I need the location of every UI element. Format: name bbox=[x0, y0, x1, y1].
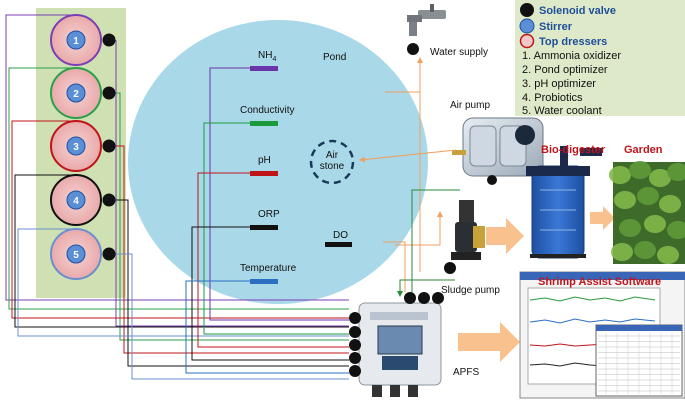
sensor-wire bbox=[191, 226, 349, 361]
legend-solenoid: Solenoid valve bbox=[539, 5, 616, 17]
stirrer-icon bbox=[66, 190, 86, 210]
arrow-to-software bbox=[458, 322, 520, 362]
stirrer-icon bbox=[66, 244, 86, 264]
wire bbox=[116, 199, 349, 367]
big-arrows bbox=[458, 206, 615, 362]
legend-top-dressers: Top dressers bbox=[539, 36, 607, 48]
legend-stirrer: Stirrer bbox=[539, 21, 573, 33]
sensor-probe: pH bbox=[250, 155, 278, 176]
top-dresser-number: 4 bbox=[73, 196, 79, 207]
apfs-label: APFS bbox=[453, 367, 479, 378]
bio-digester-label: Bio-digester bbox=[541, 144, 606, 156]
solenoid-valve-icon bbox=[102, 33, 116, 47]
legend: Solenoid valve Stirrer Top dressers 1. A… bbox=[515, 0, 685, 117]
software-label: Shrimp Assist Software bbox=[538, 276, 661, 288]
solenoid-valve-icon bbox=[102, 247, 116, 261]
top-dresser-number: 1 bbox=[73, 36, 79, 47]
sensor-label: Temperature bbox=[240, 263, 297, 274]
top-dresser-number: 3 bbox=[73, 142, 79, 153]
sludge-pump-label: Sludge pump bbox=[441, 285, 500, 296]
wire bbox=[115, 40, 349, 327]
top-dresser-2: 2 bbox=[50, 67, 116, 119]
sensor-label: ORP bbox=[258, 209, 280, 220]
sensor-wire bbox=[209, 67, 349, 321]
orange-flows bbox=[359, 57, 457, 292]
top-dresser-4: 4 bbox=[50, 174, 116, 226]
stirrer-legend-icon bbox=[519, 18, 535, 34]
top-dresser-number: 5 bbox=[73, 250, 79, 261]
sensor-probe: Temperature bbox=[240, 263, 297, 284]
wire bbox=[116, 253, 349, 380]
top-dresser-1: 1 bbox=[50, 14, 116, 66]
solenoid-valve-icon bbox=[102, 86, 116, 100]
stirrer-icon bbox=[66, 30, 86, 50]
sludge-pump bbox=[444, 200, 485, 274]
solenoid-valve-icon bbox=[102, 193, 116, 207]
air-pump bbox=[452, 117, 544, 185]
stirrer-icon bbox=[66, 136, 86, 156]
solenoid-valve-icon bbox=[102, 139, 116, 153]
air-pump-label: Air pump bbox=[450, 100, 490, 111]
wire bbox=[116, 145, 349, 354]
green-flows bbox=[397, 189, 460, 297]
stirrer-icon bbox=[66, 83, 86, 103]
do-sensor: DO bbox=[325, 230, 352, 247]
sensor-label: pH bbox=[258, 155, 271, 166]
wire bbox=[11, 120, 349, 319]
wire bbox=[8, 67, 349, 310]
arrow-to-biodigester bbox=[486, 218, 524, 254]
legend-item-5: 5. Water coolant bbox=[522, 105, 602, 117]
wire bbox=[5, 14, 349, 301]
legend-item-3: 3. pH optimizer bbox=[522, 78, 596, 90]
sensor-probe: ORP bbox=[250, 209, 280, 230]
water-supply-label: Water supply bbox=[430, 47, 488, 58]
wire bbox=[17, 228, 349, 337]
solenoid-legend-icon bbox=[520, 3, 534, 17]
legend-item-1: 1. Ammonia oxidizer bbox=[522, 50, 621, 62]
wire bbox=[116, 92, 349, 341]
sensor-probe: Conductivity bbox=[240, 105, 294, 126]
pond-label: Pond bbox=[323, 52, 346, 63]
sensor-label: Conductivity bbox=[240, 105, 294, 116]
legend-item-2: 2. Pond optimizer bbox=[522, 64, 608, 76]
garden-image bbox=[609, 161, 685, 264]
wire bbox=[14, 174, 349, 328]
sensor-label: NH4 bbox=[258, 50, 276, 63]
top-dresser-legend-icon bbox=[519, 33, 535, 49]
bio-digester bbox=[526, 146, 602, 259]
legend-item-4: 4. Probiotics bbox=[522, 92, 583, 104]
sensor-probe: NH4 bbox=[250, 50, 278, 71]
apfs-controller bbox=[349, 292, 444, 397]
sensor-wire bbox=[197, 172, 349, 348]
sensor-wire bbox=[203, 122, 349, 335]
sensor-wire bbox=[185, 280, 349, 374]
pond bbox=[128, 20, 428, 304]
top-dresser-number: 2 bbox=[73, 89, 79, 100]
do-label: DO bbox=[333, 230, 348, 241]
garden-label: Garden bbox=[624, 144, 663, 156]
software-screenshot bbox=[519, 271, 685, 399]
water-tap bbox=[407, 4, 446, 55]
arrow-to-garden bbox=[590, 206, 615, 230]
